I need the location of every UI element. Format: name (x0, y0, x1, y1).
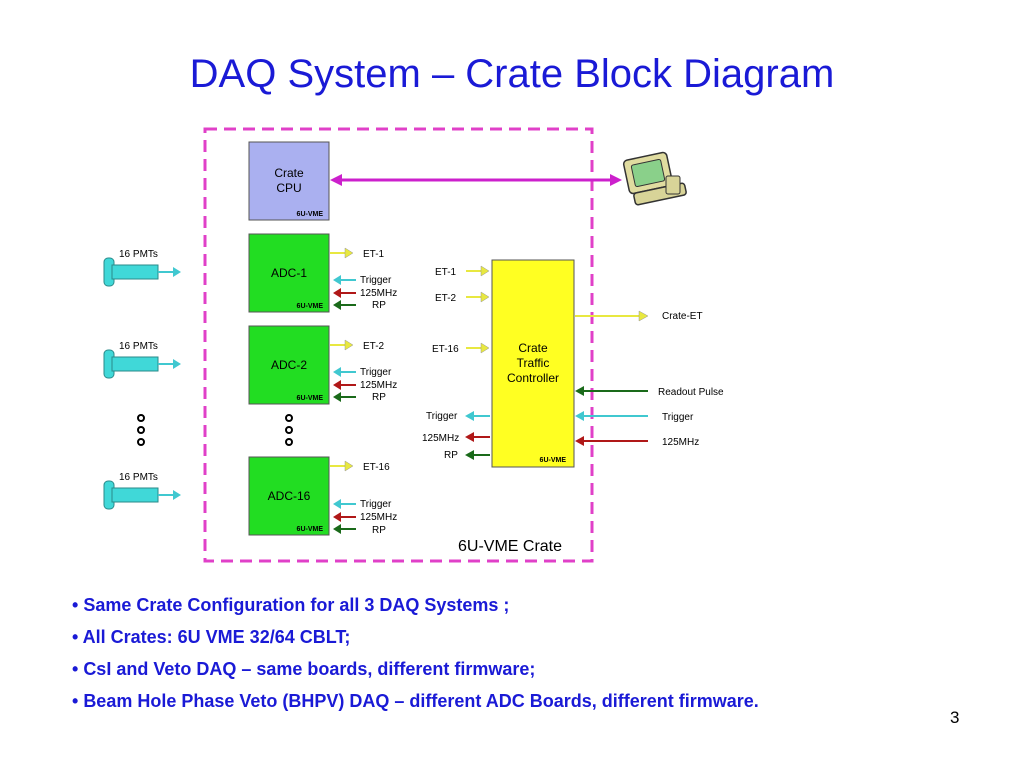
trigger-label: Trigger (360, 499, 392, 510)
crate-cpu-board[interactable]: Crate CPU 6U-VME (248, 141, 330, 221)
bullet-item: Beam Hole Phase Veto (BHPV) DAQ – differ… (72, 685, 758, 717)
controller-et-inputs: ET-1 ET-2 ET-16 (432, 265, 490, 355)
clock-label: 125MHz (422, 433, 459, 444)
board-tag: 6U-VME (297, 211, 324, 218)
pmt-label: 16 PMTs (119, 341, 158, 352)
photomultiplier-tube-icon (103, 349, 181, 379)
rp-label: RP (372, 525, 386, 536)
rp-label: RP (372, 300, 386, 311)
board-tag: 6U-VME (540, 457, 567, 464)
controller-label-3: Controller (507, 371, 559, 385)
photomultiplier-tube-icon (103, 257, 181, 287)
adc-board-1[interactable]: ADC-1 6U-VME (248, 233, 330, 313)
crate-cpu-label-1: Crate (274, 166, 304, 180)
adc16-signals: ET-16 Trigger 125MHz RP (330, 460, 397, 536)
et-label: ET-16 (363, 462, 390, 473)
pmt-group-2: 16 PMTs (103, 341, 181, 379)
crate-cpu-label-2: CPU (276, 181, 301, 195)
ellipsis-dots-boards (285, 414, 293, 446)
adc-label: ADC-2 (271, 358, 307, 372)
clock-label: 125MHz (360, 512, 397, 523)
trigger-label: Trigger (662, 412, 694, 423)
adc1-signals: ET-1 Trigger 125MHz RP (330, 247, 397, 311)
slide-title: DAQ System – Crate Block Diagram (189, 52, 835, 96)
pmt-group-1: 16 PMTs (103, 249, 181, 287)
ellipsis-dots-pmts (137, 414, 145, 446)
rp-label: RP (444, 450, 458, 461)
adc-board-16[interactable]: ADC-16 6U-VME (248, 456, 330, 536)
crate-border (203, 127, 594, 563)
pmt-label: 16 PMTs (119, 472, 158, 483)
bullet-item: CsI and Veto DAQ – same boards, differen… (72, 653, 759, 685)
rp-label: RP (372, 392, 386, 403)
computer-terminal-icon (622, 151, 687, 206)
cpu-host-link-arrow (330, 174, 622, 186)
pmt-label: 16 PMTs (119, 249, 158, 260)
controller-label-2: Traffic (517, 356, 550, 370)
et-label: ET-2 (363, 341, 385, 352)
pmt-group-3: 16 PMTs (103, 472, 181, 510)
adc2-signals: ET-2 Trigger 125MHz RP (330, 339, 397, 403)
photomultiplier-tube-icon (103, 480, 181, 510)
board-tag: 6U-VME (297, 526, 324, 533)
crate-traffic-controller-board[interactable]: Crate Traffic Controller 6U-VME (491, 259, 575, 468)
controller-input-label: ET-16 (432, 344, 459, 355)
trigger-label: Trigger (426, 411, 458, 422)
page-number: 3 (950, 708, 960, 727)
controller-input-label: ET-1 (435, 267, 457, 278)
summary-bullets: Same Crate Configuration for all 3 DAQ S… (72, 589, 759, 717)
trigger-label: Trigger (360, 275, 392, 286)
controller-label-1: Crate (518, 341, 548, 355)
clock-label: 125MHz (360, 288, 397, 299)
controller-right-signals: Crate-ET Readout Pulse Trigger 125MHz (575, 310, 724, 448)
adc-label: ADC-1 (271, 266, 307, 280)
clock-label: 125MHz (662, 437, 699, 448)
bullet-item: All Crates: 6U VME 32/64 CBLT; (72, 621, 759, 653)
adc-label: ADC-16 (268, 489, 311, 503)
adc-board-2[interactable]: ADC-2 6U-VME (248, 325, 330, 405)
readout-pulse-label: Readout Pulse (658, 387, 724, 398)
controller-input-label: ET-2 (435, 293, 457, 304)
crate-et-label: Crate-ET (662, 311, 703, 322)
crate-label: 6U-VME Crate (458, 538, 562, 555)
board-tag: 6U-VME (297, 395, 324, 402)
et-label: ET-1 (363, 249, 385, 260)
board-tag: 6U-VME (297, 303, 324, 310)
clock-label: 125MHz (360, 380, 397, 391)
controller-left-outputs: Trigger 125MHz RP (422, 411, 490, 461)
bullet-item: Same Crate Configuration for all 3 DAQ S… (72, 589, 759, 621)
trigger-label: Trigger (360, 367, 392, 378)
